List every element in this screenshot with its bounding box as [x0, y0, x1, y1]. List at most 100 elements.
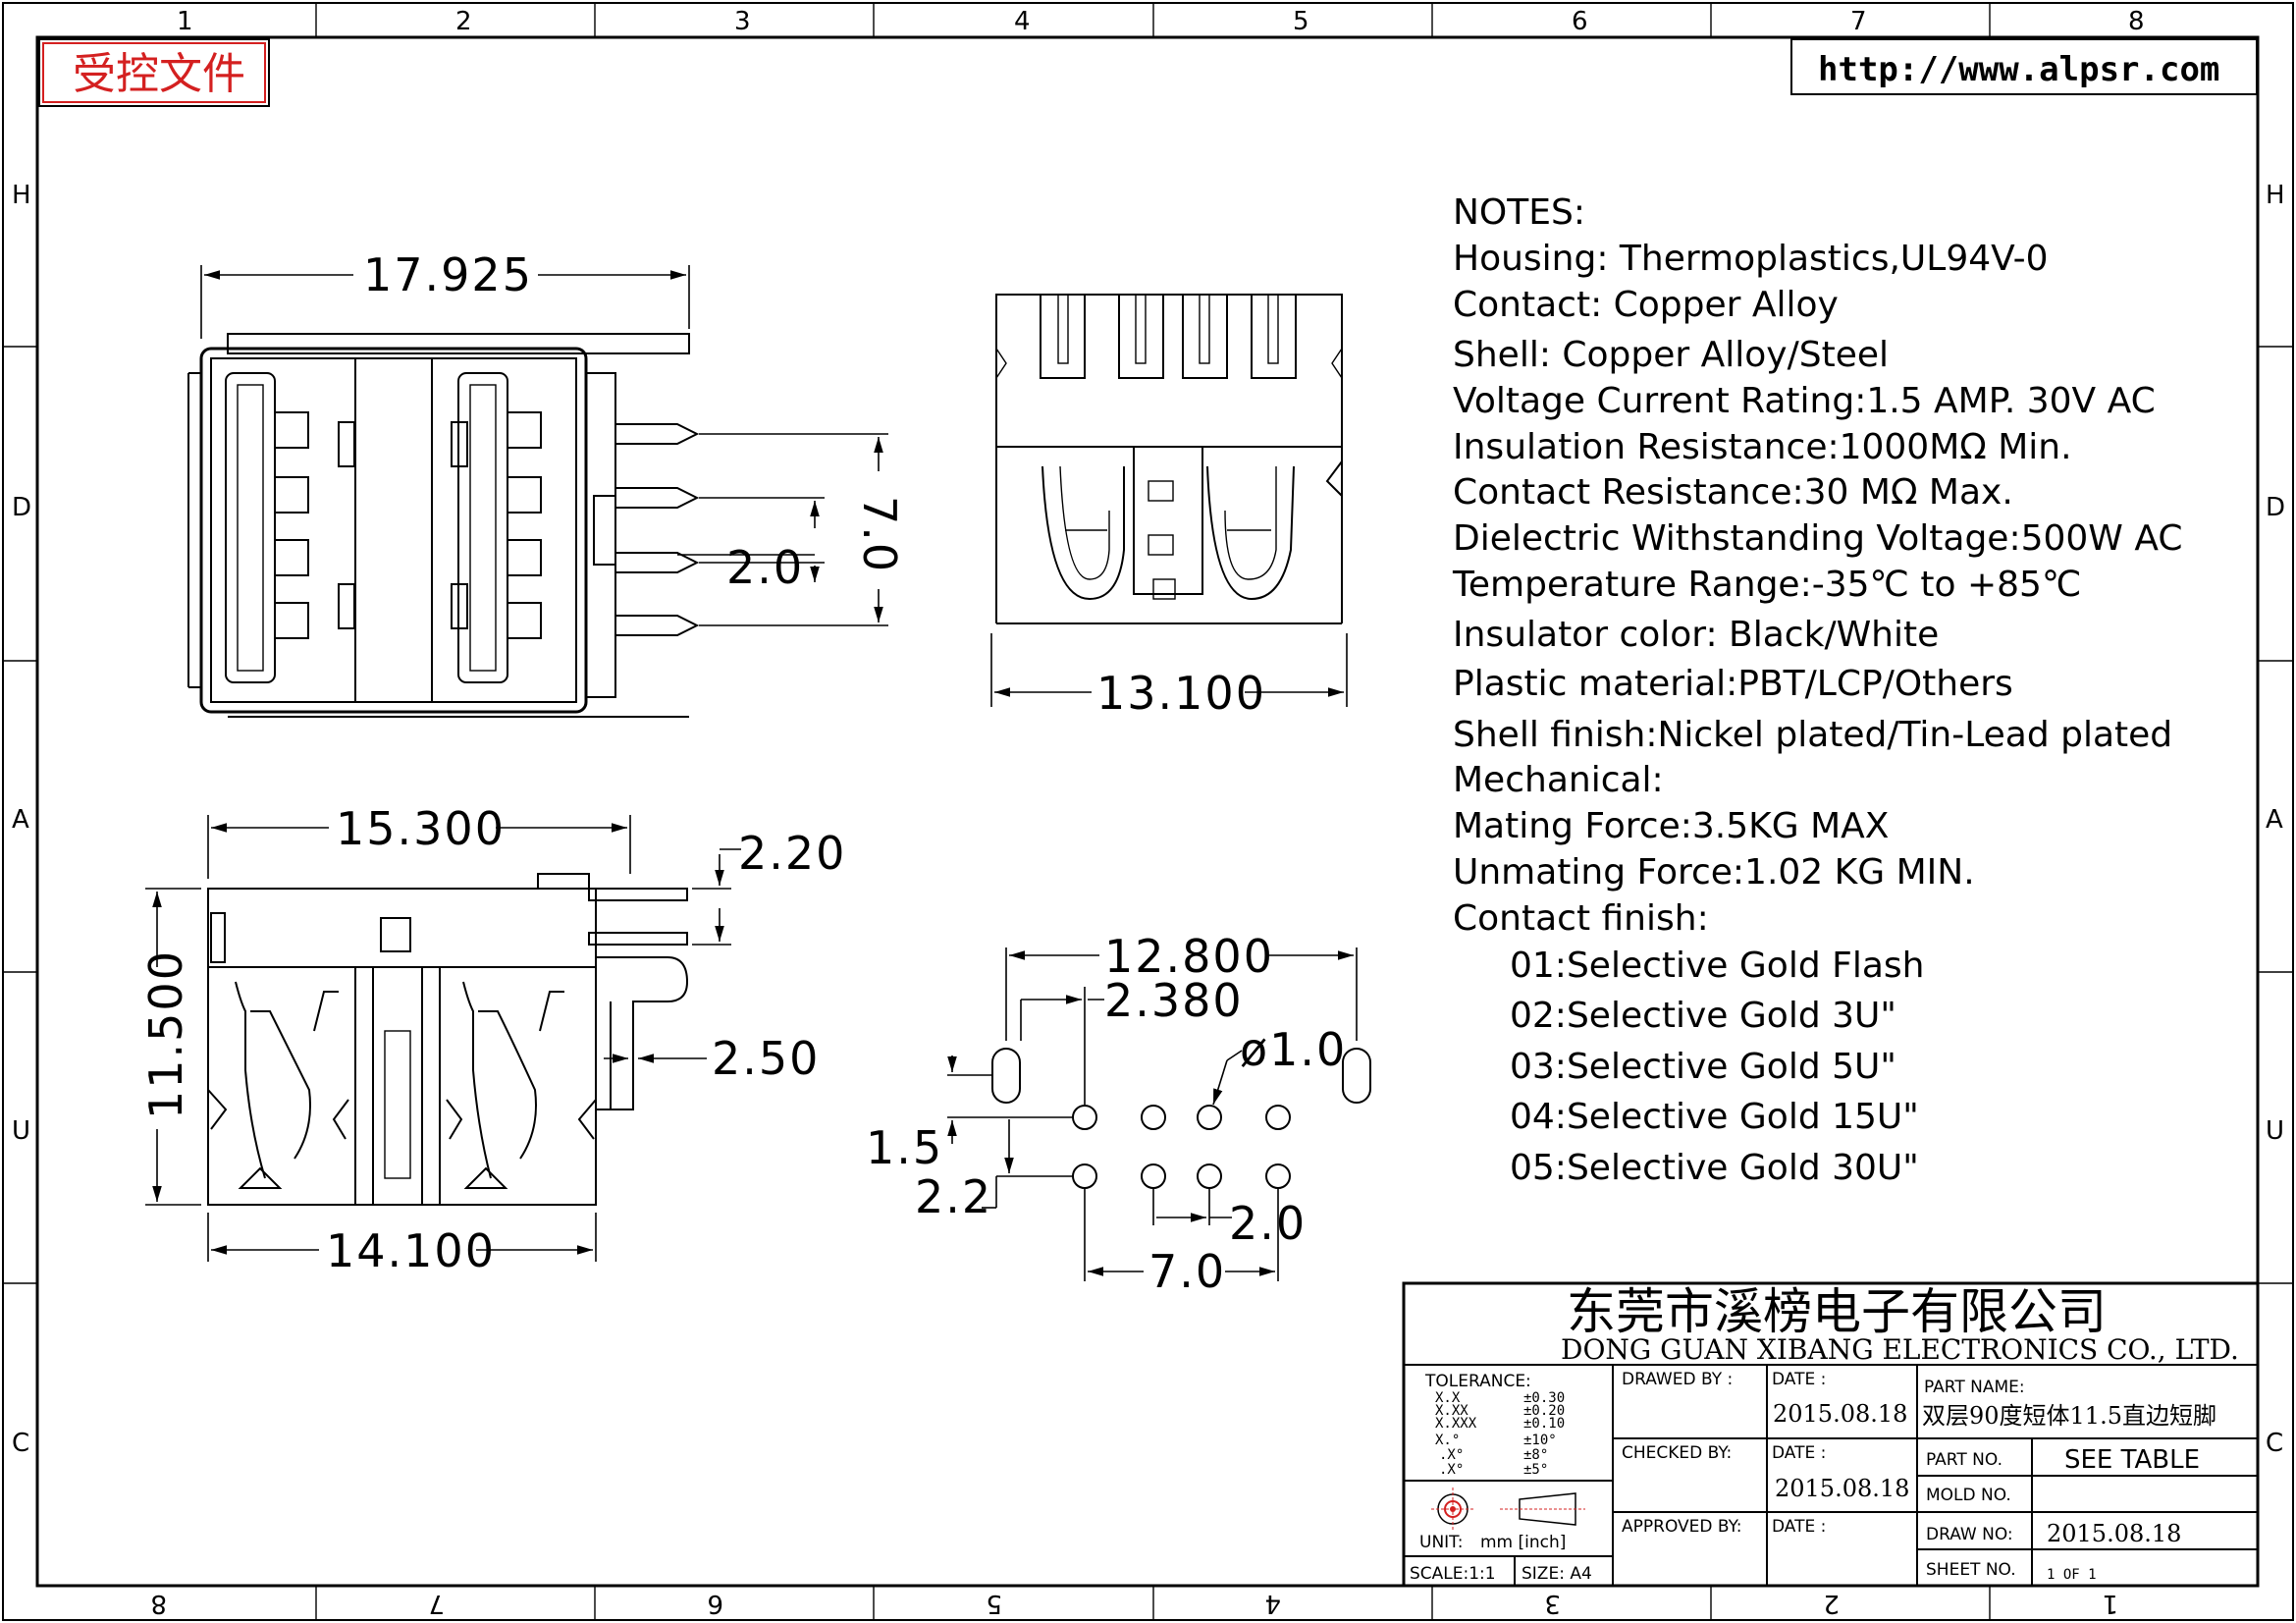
note-line-2: Contact: Copper Alloy [1453, 285, 1839, 325]
grid-top-7: 7 [1850, 7, 1867, 36]
note-line-4: Voltage Current Rating:1.5 AMP. 30V AC [1453, 381, 2156, 421]
grid-top-4: 4 [1014, 7, 1031, 36]
unit-value: mm [inch] [1480, 1533, 1566, 1552]
side-view: 15.300 11.500 2.20 2.50 14.100 [139, 802, 846, 1277]
notes-title: NOTES: [1453, 192, 1585, 233]
grid-bottom-2: 2 [1823, 1589, 1840, 1618]
dim-top-width: 17.925 [363, 248, 533, 301]
tol-key-2: X.XX [1435, 1403, 1468, 1419]
grid-top-5: 5 [1293, 7, 1309, 36]
draw-no-label: DRAW NO: [1926, 1525, 2013, 1544]
grid-bottom-1: 1 [2102, 1589, 2118, 1618]
grid-bottom-3: 3 [1544, 1589, 1561, 1618]
note-line-6: Contact Resistance:30 MΩ Max. [1453, 472, 2013, 513]
note-line-13: Mating Force:3.5KG MAX [1453, 806, 1889, 846]
size-label: SIZE: A4 [1522, 1564, 1592, 1584]
date-label-3: DATE : [1772, 1517, 1826, 1537]
company-name-en: DONG GUAN XIBANG ELECTRONICS CO., LTD. [1561, 1333, 2239, 1366]
date-value-1: 2015.08.18 [1773, 1400, 1907, 1428]
tol-key-5: .X° [1439, 1447, 1464, 1463]
grid-bottom-8: 8 [150, 1589, 167, 1618]
stamp-text: 受控文件 [73, 49, 245, 99]
dim-offset-250: 2.50 [712, 1032, 820, 1085]
grid-top-6: 6 [1572, 7, 1588, 36]
finish-line-2: 02:Selective Gold 3U" [1510, 996, 1896, 1036]
grid-left-c: C [12, 1429, 29, 1458]
note-line-9: Insulator color: Black/White [1453, 615, 1939, 655]
url-box: http://www.alpsr.com [1790, 38, 2258, 95]
dim-pcb-70: 7.0 [1148, 1245, 1226, 1298]
finish-line-5: 05:Selective Gold 30U" [1510, 1148, 1919, 1188]
grid-bottom-7: 7 [428, 1589, 445, 1618]
date-value-2: 2015.08.18 [1775, 1475, 1909, 1502]
grid-top-8: 8 [2128, 7, 2145, 36]
grid-right-u: U [2266, 1116, 2284, 1146]
draw-no-value: 2015.08.18 [2047, 1520, 2181, 1547]
dim-hole-dia: ø1.0 [1240, 1023, 1347, 1076]
date-label-1: DATE : [1772, 1370, 1826, 1389]
date-label-2: DATE : [1772, 1443, 1826, 1463]
note-line-8: Temperature Range:-35℃ to +85℃ [1452, 565, 2081, 605]
dim-side-width: 15.300 [336, 802, 506, 855]
grid-right-a: A [2266, 805, 2283, 835]
tol-val-6: ±5° [1523, 1462, 1548, 1478]
sheet-no-label: SHEET NO. [1926, 1560, 2016, 1580]
pcb-layout: 12.800 2.380 ø1.0 1.5 2.2 2.0 7.0 [866, 930, 1371, 1298]
dim-pcb-offset: 2.380 [1104, 974, 1244, 1027]
part-no-value: SEE TABLE [2064, 1445, 2200, 1475]
dim-pcb-15: 1.5 [866, 1121, 943, 1174]
dim-pcb-22: 2.2 [915, 1170, 992, 1223]
controlled-document-stamp: 受控文件 [38, 38, 270, 107]
dim-pcb-20: 2.0 [1229, 1197, 1307, 1250]
part-no-label: PART NO. [1926, 1450, 2002, 1470]
tol-key-3: X.XXX [1435, 1416, 1477, 1432]
part-name-label: PART NAME: [1924, 1378, 2025, 1397]
grid-bottom-4: 4 [1264, 1589, 1281, 1618]
dim-pitch-7: 7.0 [853, 496, 906, 573]
grid-left-d: D [12, 493, 31, 522]
note-line-1: Housing: Thermoplastics,UL94V-0 [1453, 239, 2049, 279]
dim-offset-220: 2.20 [738, 827, 846, 880]
title-block: 东莞市溪榜电子有限公司 DONG GUAN XIBANG ELECTRONICS… [1402, 1281, 2260, 1588]
tolerance-label: TOLERANCE: [1424, 1372, 1531, 1391]
grid-bottom-6: 6 [707, 1589, 723, 1618]
checked-by-label: CHECKED BY: [1622, 1443, 1732, 1463]
front-view: 13.100 [990, 294, 1348, 720]
tol-key-6: .X° [1439, 1462, 1464, 1478]
dim-front-width: 13.100 [1096, 667, 1266, 720]
grid-bottom-5: 5 [986, 1589, 1002, 1618]
grid-left-a: A [12, 805, 29, 835]
tol-val-4: ±10° [1523, 1433, 1557, 1448]
projection-symbol-icon [1431, 1488, 1585, 1531]
grid-left-h: H [12, 181, 31, 210]
unit-label: UNIT: [1419, 1533, 1463, 1552]
mold-no-label: MOLD NO. [1926, 1486, 2011, 1505]
url-text: http://www.alpsr.com [1818, 50, 2219, 89]
grid-right-h: H [2266, 181, 2285, 210]
note-line-12: Mechanical: [1453, 760, 1664, 800]
top-view: 17.925 7.0 2.0 [187, 248, 906, 718]
note-line-14: Unmating Force:1.02 KG MIN. [1453, 852, 1975, 893]
note-line-7: Dielectric Withstanding Voltage:500W AC [1453, 518, 2182, 559]
drawn-by-label: DRAWED BY : [1622, 1370, 1733, 1389]
grid-right-c: C [2266, 1429, 2283, 1458]
dim-pcb-width: 12.800 [1104, 930, 1274, 983]
part-name-value: 双层90度短体11.5直边短脚 [1922, 1402, 2216, 1430]
tol-key-1: X.X [1435, 1390, 1461, 1406]
grid-top-2: 2 [455, 7, 472, 36]
grid-right-d: D [2266, 493, 2285, 522]
dim-side-height: 11.500 [139, 949, 192, 1119]
finish-line-1: 01:Selective Gold Flash [1510, 946, 1924, 986]
note-line-11: Shell finish:Nickel plated/Tin-Lead plat… [1453, 715, 2172, 755]
grid-top-1: 1 [177, 7, 193, 36]
finish-line-4: 04:Selective Gold 15U" [1510, 1097, 1919, 1137]
grid-left-u: U [12, 1116, 30, 1146]
tol-val-5: ±8° [1523, 1447, 1548, 1463]
finish-line-3: 03:Selective Gold 5U" [1510, 1047, 1896, 1087]
note-line-10: Plastic material:PBT/LCP/Others [1453, 664, 2013, 704]
grid-top-3: 3 [734, 7, 751, 36]
approved-by-label: APPROVED BY: [1622, 1517, 1741, 1537]
tol-key-4: X.° [1435, 1433, 1460, 1448]
